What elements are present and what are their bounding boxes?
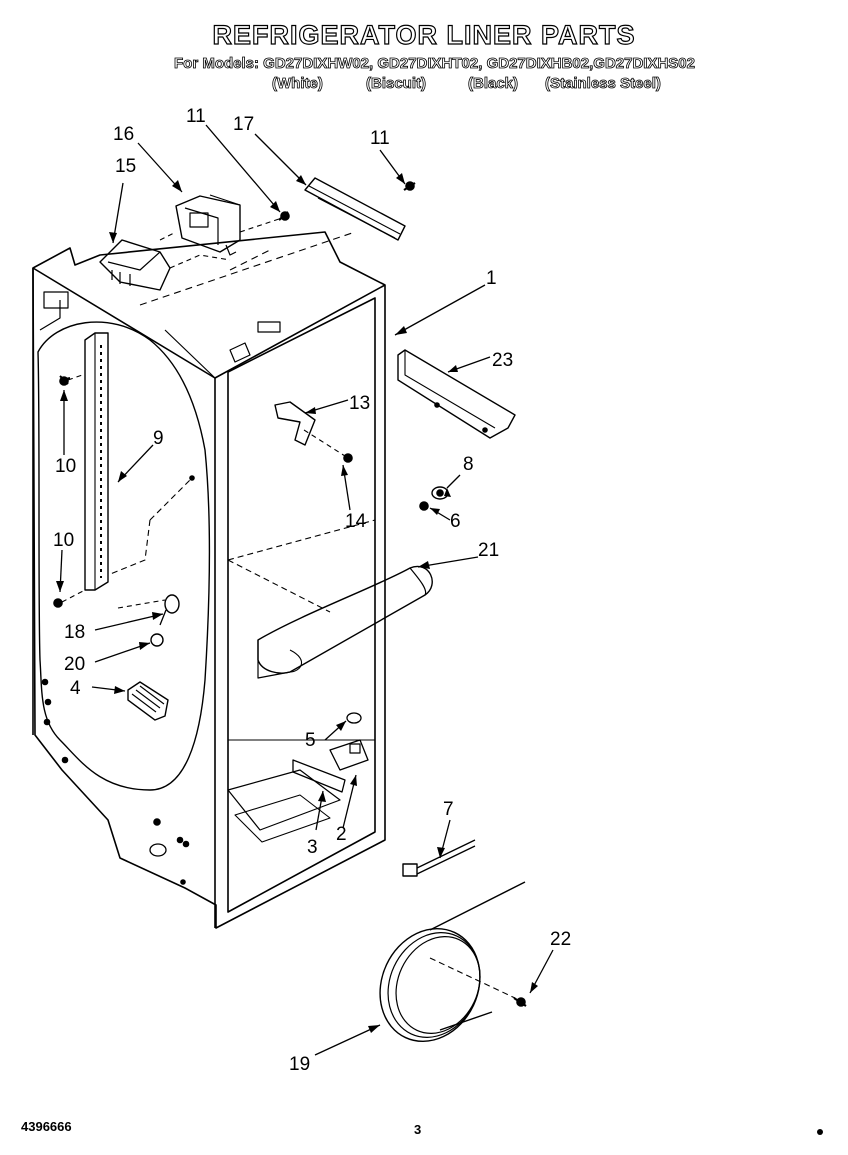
page-title: REFRIGERATOR LINER PARTS — [212, 19, 636, 50]
callout-22: 22 — [550, 929, 571, 950]
corner-mark — [817, 1129, 823, 1135]
variant-biscuit: (Biscuit) — [366, 75, 427, 93]
callout-4: 4 — [70, 678, 81, 699]
part-21-cover — [257, 565, 433, 679]
callout-10b: 10 — [53, 530, 74, 551]
callout-13: 13 — [349, 393, 370, 414]
callout-2: 2 — [336, 824, 347, 845]
part-17-trim — [304, 177, 406, 241]
callout-23: 23 — [492, 350, 513, 371]
leader-lines — [59, 124, 554, 1056]
callout-19: 19 — [289, 1054, 310, 1075]
liner-body — [32, 231, 386, 929]
callout-8: 8 — [463, 454, 474, 475]
part-6-8-fastener — [419, 486, 449, 511]
part-19-tubing — [379, 881, 526, 1043]
callout-15: 15 — [115, 156, 136, 177]
models-line: For Models: GD27DIXHW02, GD27DIXHT02, GD… — [174, 55, 696, 73]
part-7-cable-tie — [402, 839, 476, 877]
callout-21: 21 — [478, 540, 499, 561]
callout-20: 20 — [64, 654, 85, 675]
callout-1: 1 — [486, 268, 497, 289]
part-13-14-bracket — [274, 401, 353, 463]
arrowheads — [56, 173, 538, 1033]
callout-16: 16 — [113, 124, 134, 145]
callout-10a: 10 — [55, 456, 76, 477]
callout-7: 7 — [443, 799, 454, 820]
part-2-3-5 — [292, 712, 369, 793]
callout-9: 9 — [153, 428, 164, 449]
callout-11b: 11 — [370, 128, 390, 149]
variant-black: (Black) — [468, 75, 519, 93]
part-number: 4396666 — [21, 1119, 72, 1134]
part-18-20 — [117, 594, 180, 647]
part-23-bracket — [397, 349, 516, 439]
callout-labels: 1 2 3 4 5 6 7 8 9 10 10 11 11 13 14 15 1… — [53, 106, 571, 1075]
callout-11a: 11 — [186, 106, 206, 127]
callout-3: 3 — [307, 837, 318, 858]
callout-18: 18 — [64, 622, 85, 643]
part-10-screws — [53, 373, 86, 608]
callout-6: 6 — [450, 511, 461, 532]
part-22-screw — [513, 997, 527, 1007]
page-number: 3 — [414, 1122, 422, 1137]
part-4-grille — [127, 681, 169, 721]
part-11-screws — [239, 181, 416, 233]
callout-14: 14 — [345, 511, 367, 532]
callout-5: 5 — [305, 730, 316, 751]
callout-17: 17 — [233, 114, 254, 135]
variant-white: (White) — [272, 75, 324, 93]
part-9-shelf-rail — [84, 332, 195, 591]
part-15-16-housing — [99, 194, 241, 291]
variant-stainless: (Stainless Steel) — [545, 75, 662, 93]
